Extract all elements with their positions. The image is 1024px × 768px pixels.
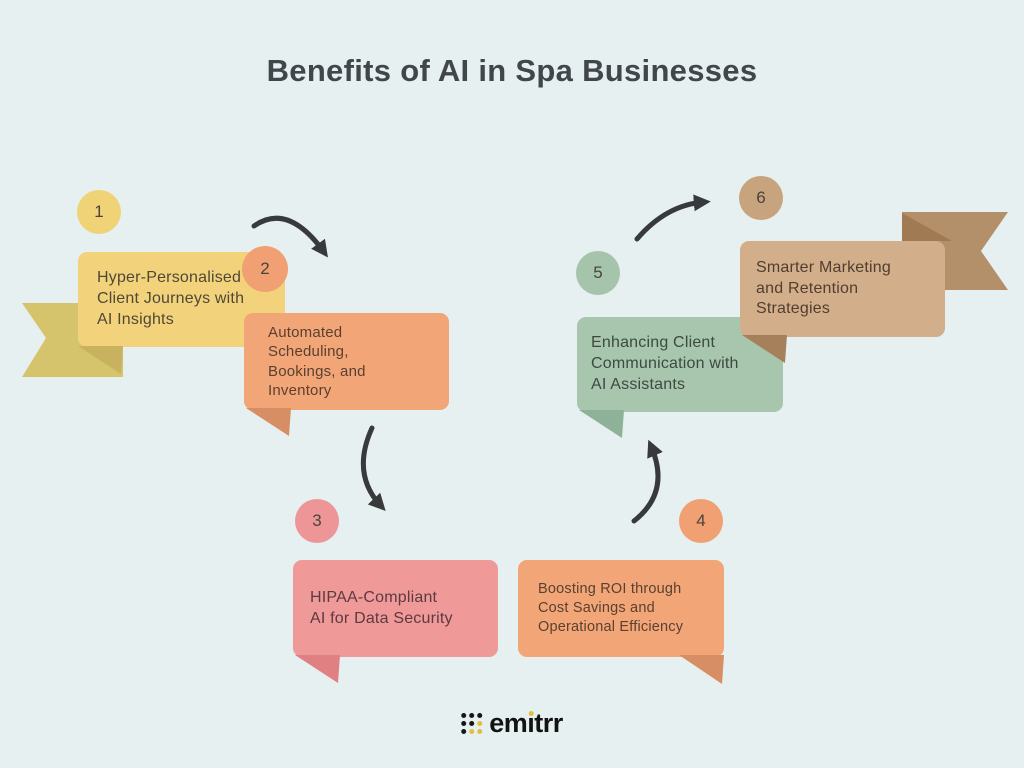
bubble-tail-4 xyxy=(679,655,724,684)
logo-dot xyxy=(469,713,475,718)
bubble-line: Bookings, and xyxy=(268,362,366,380)
bubble-text-5: Enhancing Client Communication with AI A… xyxy=(591,333,775,395)
number-badge-5: 5 xyxy=(576,251,620,295)
number-badge-2: 2 xyxy=(242,246,288,292)
bubble-line: Operational Efficiency xyxy=(538,618,684,635)
bubble-tail-1 xyxy=(78,346,123,374)
logo-wordmark-right: trr xyxy=(534,708,563,738)
logo-dot xyxy=(477,713,483,718)
bubble-line: Communication with xyxy=(591,355,739,373)
number-badge-label: 2 xyxy=(260,259,270,278)
logo-i-stem: ı xyxy=(527,708,535,738)
bubble-line: AI for Data Security xyxy=(310,609,453,627)
logo-dot xyxy=(477,721,483,726)
bubble-line: Automated xyxy=(268,323,343,341)
bubble-line: Hyper-Personalised xyxy=(97,269,242,287)
arrow-step2-to-step3 xyxy=(360,425,386,511)
logo-dot xyxy=(461,721,467,726)
bubble-text-4: Boosting ROI through Cost Savings and Op… xyxy=(538,580,716,637)
number-badge-1: 1 xyxy=(77,190,121,234)
logo-wordmark-i: ı xyxy=(527,708,535,739)
bubble-line: Boosting ROI through xyxy=(538,581,682,598)
number-badge-label: 4 xyxy=(696,511,706,530)
bubble-line: Strategies xyxy=(756,300,831,318)
speech-bubble-4: Boosting ROI through Cost Savings and Op… xyxy=(518,560,724,657)
logo-wordmark-left: em xyxy=(489,708,528,738)
bubble-tail-3 xyxy=(295,655,340,683)
logo-dot xyxy=(469,729,475,734)
bubble-text-2: Automated Scheduling, Bookings, and Inve… xyxy=(268,323,441,401)
bubble-text-6: Smarter Marketing and Retention Strategi… xyxy=(756,258,937,320)
speech-bubble-2: Automated Scheduling, Bookings, and Inve… xyxy=(244,313,449,410)
page-title: Benefits of AI in Spa Businesses xyxy=(266,53,758,88)
logo-dot xyxy=(477,729,483,734)
bubble-line: Smarter Marketing xyxy=(756,258,891,276)
bubble-line: and Retention xyxy=(756,279,859,297)
bubble-line: Scheduling, xyxy=(268,343,349,360)
number-badge-3: 3 xyxy=(295,499,339,543)
bubble-line: Inventory xyxy=(268,382,332,399)
bubble-line: Client Journeys with xyxy=(97,290,245,308)
bubble-tail-5 xyxy=(579,410,624,438)
arrow-step5-to-step6 xyxy=(634,194,711,242)
speech-bubble-6: Smarter Marketing and Retention Strategi… xyxy=(740,241,945,337)
dots-grid-icon xyxy=(461,713,483,734)
speech-bubble-3: HIPAA-Compliant AI for Data Security xyxy=(293,560,498,657)
number-badge-label: 1 xyxy=(94,202,104,221)
logo-dot xyxy=(469,721,475,726)
bubble-tail-2 xyxy=(246,408,291,436)
emitrr-logo: em ı trr xyxy=(461,708,563,739)
number-badge-label: 6 xyxy=(756,188,766,207)
number-badge-label: 3 xyxy=(312,511,322,530)
bubble-line: HIPAA-Compliant xyxy=(310,588,438,606)
logo-dot xyxy=(461,729,467,734)
bubble-line: AI Assistants xyxy=(591,375,686,393)
number-badge-6: 6 xyxy=(739,176,783,220)
number-badge-4: 4 xyxy=(679,499,723,543)
logo-dot xyxy=(461,713,467,718)
bubble-line: Cost Savings and xyxy=(538,600,655,617)
logo-i-dot xyxy=(528,711,534,716)
ribbon-right-fold xyxy=(902,213,952,241)
number-badge-label: 5 xyxy=(593,263,603,282)
bubble-line: Enhancing Client xyxy=(591,334,716,352)
logo-wordmark: em ı trr xyxy=(489,708,563,739)
arrow-step4-to-step5 xyxy=(631,439,663,524)
bubble-text-3: HIPAA-Compliant AI for Data Security xyxy=(310,588,490,630)
